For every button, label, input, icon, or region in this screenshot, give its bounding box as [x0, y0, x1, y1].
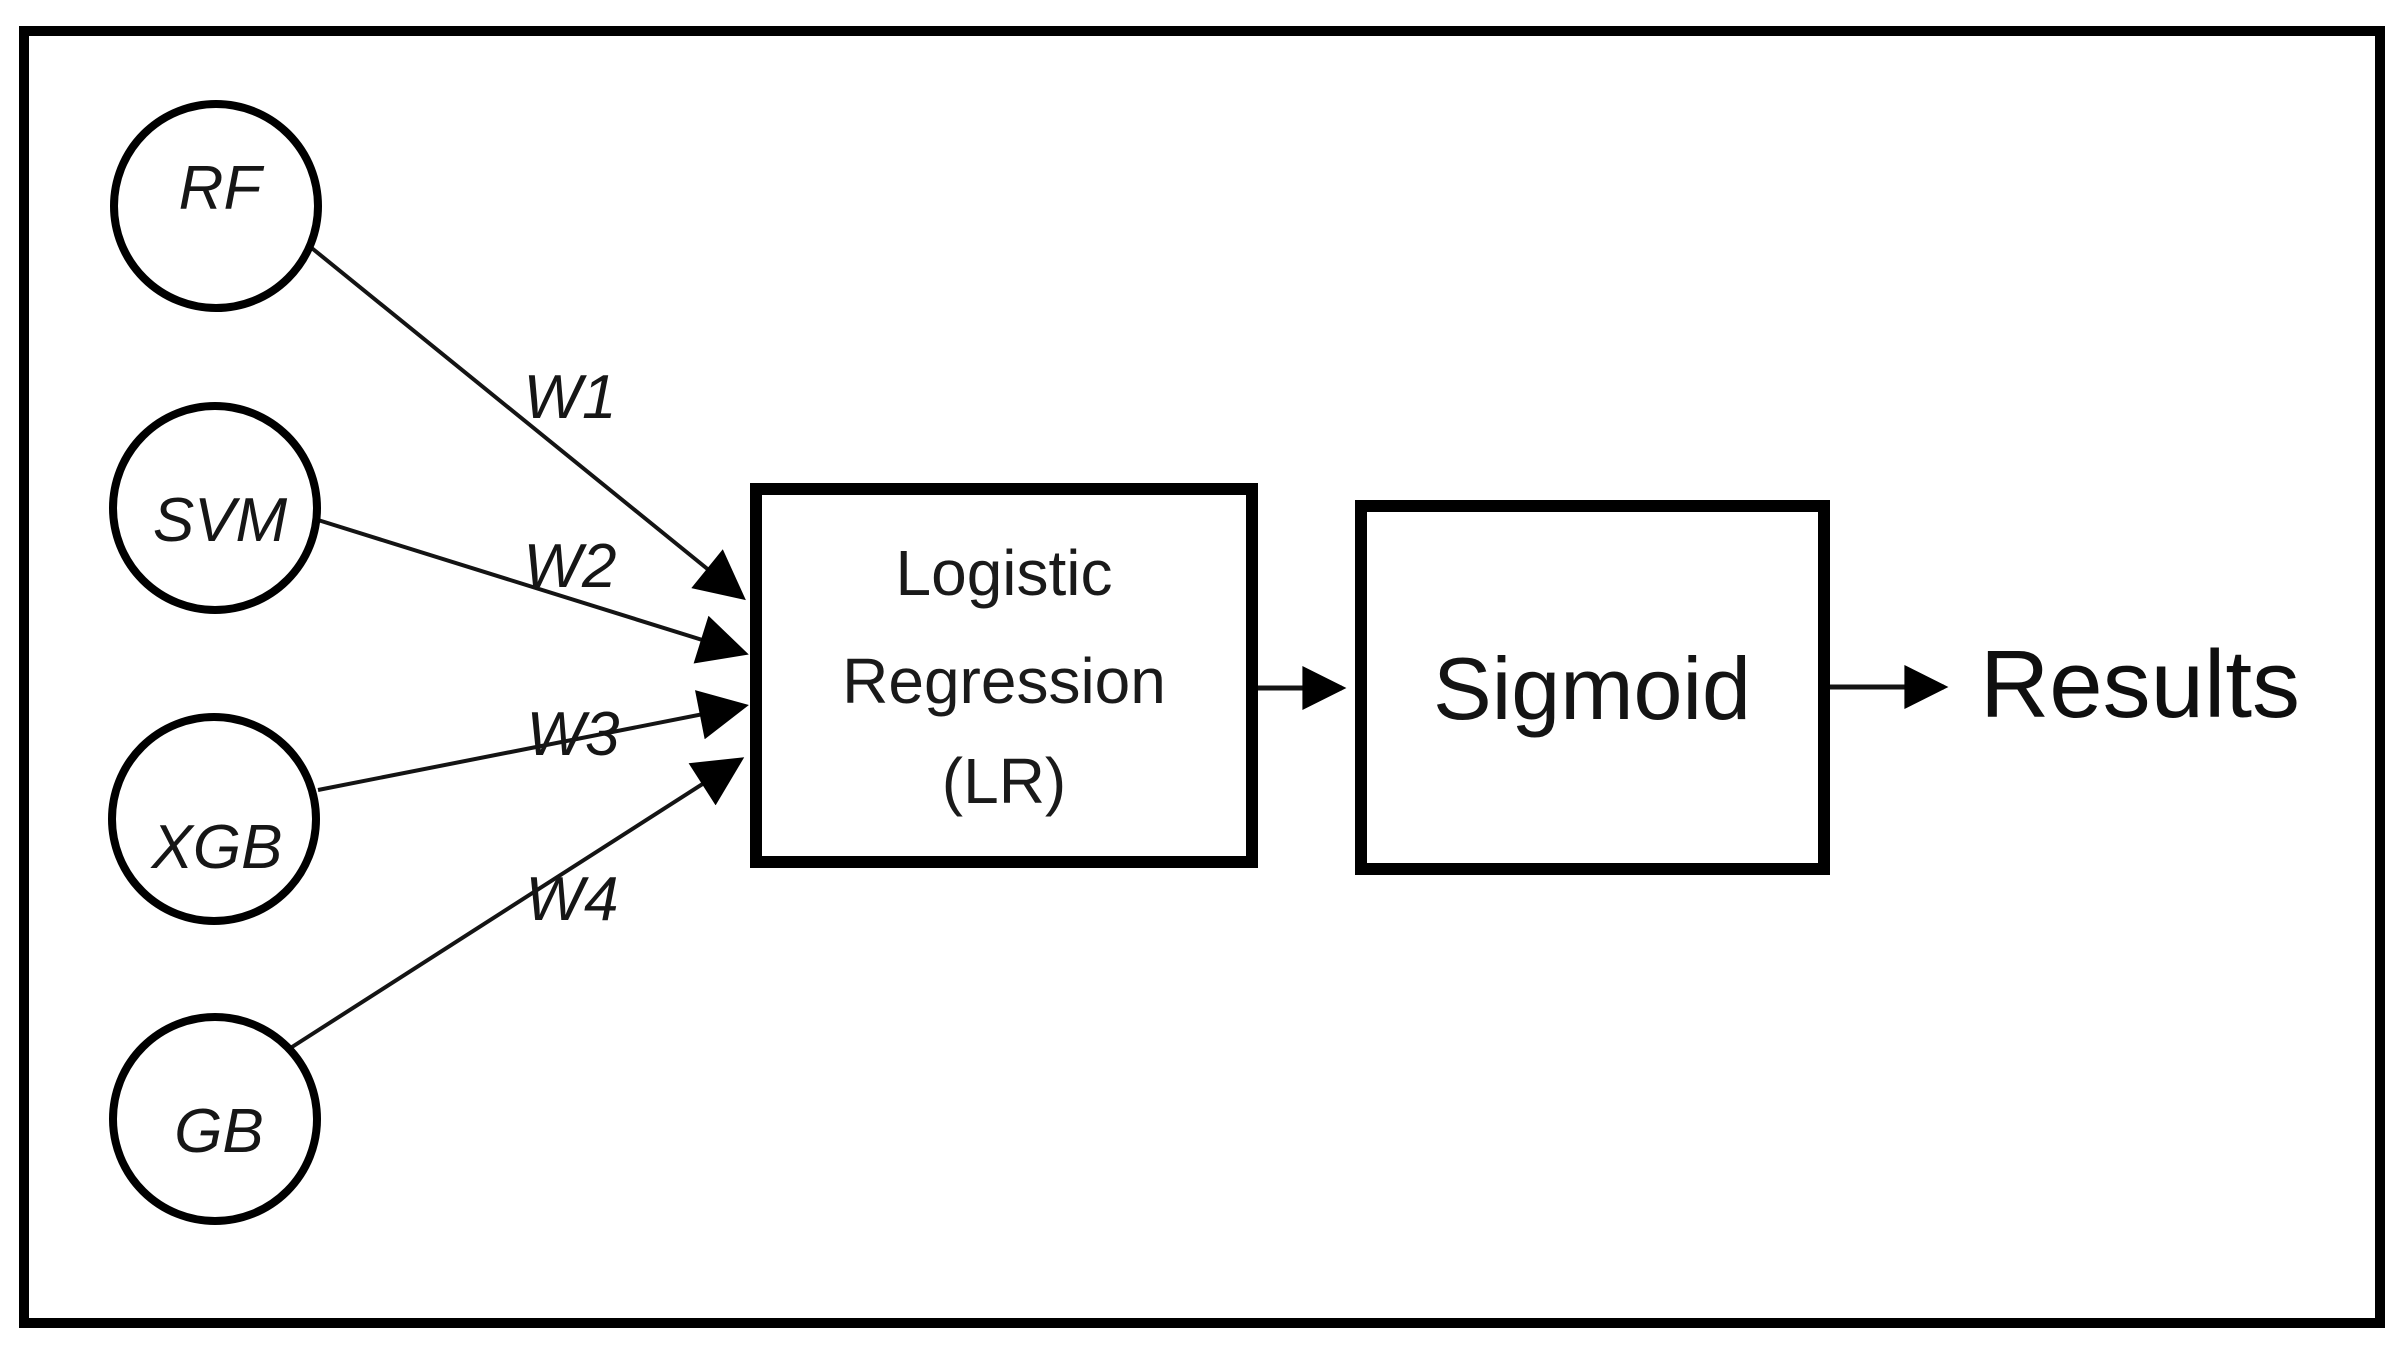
weight-arrow-w4 [290, 757, 745, 1049]
sigmoid-box [1355, 500, 1830, 875]
weight-label-w3: W3 [527, 700, 620, 769]
lr-box-label-line3: (LR) [942, 745, 1066, 817]
lr-box-label-line1: Logistic [896, 537, 1113, 609]
weight-label-w1: W1 [524, 363, 617, 432]
model-node-rf [110, 100, 322, 312]
lr-box-label-line2: Regression [842, 645, 1166, 717]
model-node-rf-label: RF [179, 154, 265, 223]
weight-arrow-w1 [306, 243, 746, 601]
model-node-xgb-label: XGB [150, 813, 283, 882]
weight-arrow-w3 [317, 690, 749, 792]
weight-label-w2: W2 [524, 532, 617, 601]
model-node-svm-label: SVM [153, 486, 288, 555]
weight-label-w4: W4 [526, 865, 619, 934]
sigmoid-label: Sigmoid [1433, 639, 1751, 738]
results-label: Results [1980, 631, 2300, 738]
model-node-gb [109, 1013, 321, 1225]
model-node-svm [109, 402, 321, 614]
model-node-xgb [108, 713, 320, 925]
weight-arrow-w2 [317, 518, 749, 664]
model-node-gb-label: GB [174, 1097, 264, 1166]
lr-box [750, 483, 1258, 868]
